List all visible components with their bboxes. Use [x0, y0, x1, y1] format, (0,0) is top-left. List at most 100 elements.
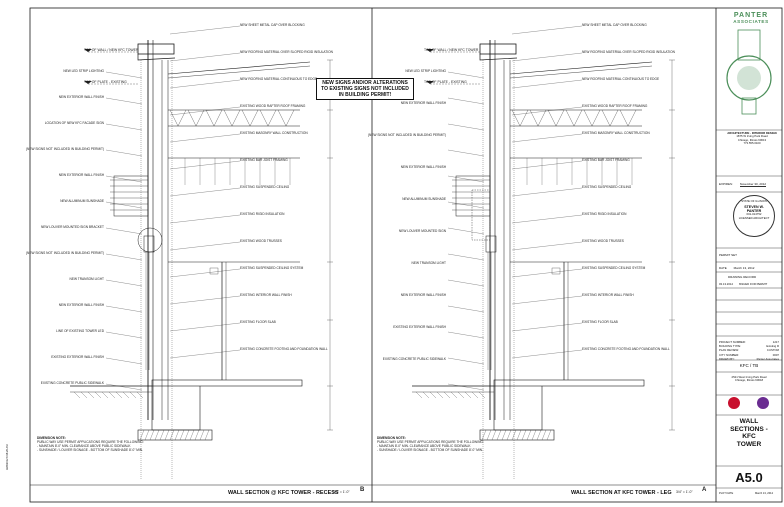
kfc-logo: [728, 397, 740, 409]
logo-fill: [737, 66, 761, 90]
project-address: 2521 West Irving Park Road Chicago, Illi…: [731, 375, 767, 383]
joist-web: [249, 109, 259, 127]
project-info-row: CITY NUMBER:0007: [719, 352, 779, 357]
section-annotation: EXISTING MASONRY WALL CONSTRUCTION: [240, 131, 308, 135]
floor-slab: [151, 379, 303, 387]
right-section-scale: 3/4" = 1'-0": [676, 490, 693, 494]
section-annotation: NEW EXTERIOR WALL FINISH: [58, 303, 104, 307]
grade-hatch: [108, 391, 116, 399]
leader-line: [511, 187, 583, 197]
grade-hatch: [94, 391, 102, 399]
section-annotation: EXISTING WOOD RAFTER ROOF FRAMING: [582, 104, 648, 108]
joist-web: [259, 109, 269, 127]
grade-hatch: [122, 391, 130, 399]
grade-hatch: [450, 391, 458, 399]
transom-frame: [143, 235, 155, 253]
grade-hatch: [115, 391, 123, 399]
joist-web: [177, 109, 187, 127]
sheet-title: WALL SECTIONS - KFC TOWER: [730, 418, 768, 448]
roof-framing: [509, 61, 653, 75]
section-annotation: EXISTING BAR JOIST FRAMING: [582, 158, 630, 162]
footing-hatch: [149, 429, 155, 441]
section-annotation: NEW EXTERIOR WALL FINISH: [400, 101, 446, 105]
section-annotation: NEW TRANSOM LIGHT: [411, 261, 446, 265]
joist-web: [547, 109, 557, 127]
section-annotation: NEW SHEET METAL CAP OVER BLOCKING: [240, 23, 305, 27]
joist-web: [213, 109, 223, 127]
leader-line: [511, 241, 583, 251]
joist-web: [169, 109, 179, 127]
plot-date-label: PLOT DATE: [719, 492, 734, 495]
logo-bar: [737, 29, 761, 61]
leader-line: [169, 241, 241, 251]
section-annotation: NEW SHEET METAL CAP OVER BLOCKING: [582, 23, 647, 27]
grade-hatch: [478, 391, 486, 399]
leader-line-left: [447, 331, 485, 339]
leader-line-left: [447, 71, 485, 79]
section-annotation: NEW LOUVER MOUNTED SIGN: [398, 229, 446, 233]
leader-line-left: [105, 357, 143, 365]
joist-web: [619, 109, 629, 127]
joist-web: [277, 109, 287, 127]
footing-hatch: [531, 429, 537, 441]
joist-web: [267, 109, 277, 127]
section-annotation: EXISTING MASONRY WALL CONSTRUCTION: [582, 131, 650, 135]
joist-web: [609, 109, 619, 127]
leader-line-left: [105, 71, 143, 79]
joist-web: [573, 109, 583, 127]
leader-line: [169, 322, 241, 332]
wall-fixture: [209, 267, 219, 275]
grade-hatch: [436, 391, 444, 399]
footing-hatch: [169, 429, 175, 441]
section-annotation: NEW TRANSOM LIGHT: [69, 277, 104, 281]
section-annotation: (NEW SIGNS NOT INCLUDED IN BUILDING PERM…: [25, 251, 104, 255]
joist-web: [591, 109, 601, 127]
footing-hatch: [491, 429, 497, 441]
joist-web: [511, 109, 521, 127]
joist-web: [231, 109, 241, 127]
footing-hatch: [486, 429, 492, 441]
section-annotation: NEW ALUMINUM SUNSHADE: [60, 199, 104, 203]
section-annotation: EXISTING CONCRETE PUBLIC SIDEWALK: [40, 381, 104, 385]
joist-web: [583, 109, 593, 127]
drawing-record-row: 03.13.2012 ISSUED FOR PERMIT: [719, 282, 768, 286]
section-annotation: EXISTING BAR JOIST FRAMING: [240, 158, 288, 162]
grade-hatch: [136, 391, 144, 399]
footing-hatch: [496, 429, 502, 441]
section-annotation: NEW LOUVER MOUNTED SIGN BRACKET: [40, 225, 104, 229]
leader-line: [511, 160, 583, 170]
leader-line-left: [105, 331, 143, 339]
leader-line: [511, 268, 583, 278]
section-annotation: NEW EXTERIOR WALL FINISH: [400, 293, 446, 297]
leader-line: [169, 349, 241, 359]
grade-hatch: [457, 391, 465, 399]
level-marker: [84, 81, 92, 84]
left-section-marker: B: [360, 487, 365, 493]
leader-line-left: [105, 383, 143, 391]
joist-web: [223, 109, 233, 127]
section-annotation: EXISTING RIGID INSULATION: [240, 212, 285, 216]
leader-line-left: [447, 253, 485, 261]
footing-hatch: [526, 429, 532, 441]
level-marker: [426, 49, 434, 52]
leader-line-left: [447, 357, 485, 365]
footing-hatch: [536, 429, 542, 441]
leader-line-left: [105, 201, 143, 209]
section-annotation: EXISTING INTERIOR WALL FINISH: [240, 293, 292, 297]
leader-line: [511, 214, 583, 224]
leader-line: [169, 160, 241, 170]
roof-framing: [167, 61, 311, 75]
footing-hatch: [521, 429, 527, 441]
grade-hatch: [101, 391, 109, 399]
roof-slope: [479, 54, 518, 61]
left-section-title: WALL SECTION @ KFC TOWER - RECESS: [228, 490, 339, 496]
section-annotation: NEW EXTERIOR WALL FINISH: [400, 165, 446, 169]
footing-hatch: [159, 429, 165, 441]
firm-name-2: ASSOCIATES: [733, 19, 769, 24]
project-info-row: BUILDING TYPE:Existing R: [719, 344, 779, 349]
logo-circle: [726, 55, 772, 101]
leader-line-left: [105, 149, 143, 157]
foundation-wall: [493, 386, 543, 431]
